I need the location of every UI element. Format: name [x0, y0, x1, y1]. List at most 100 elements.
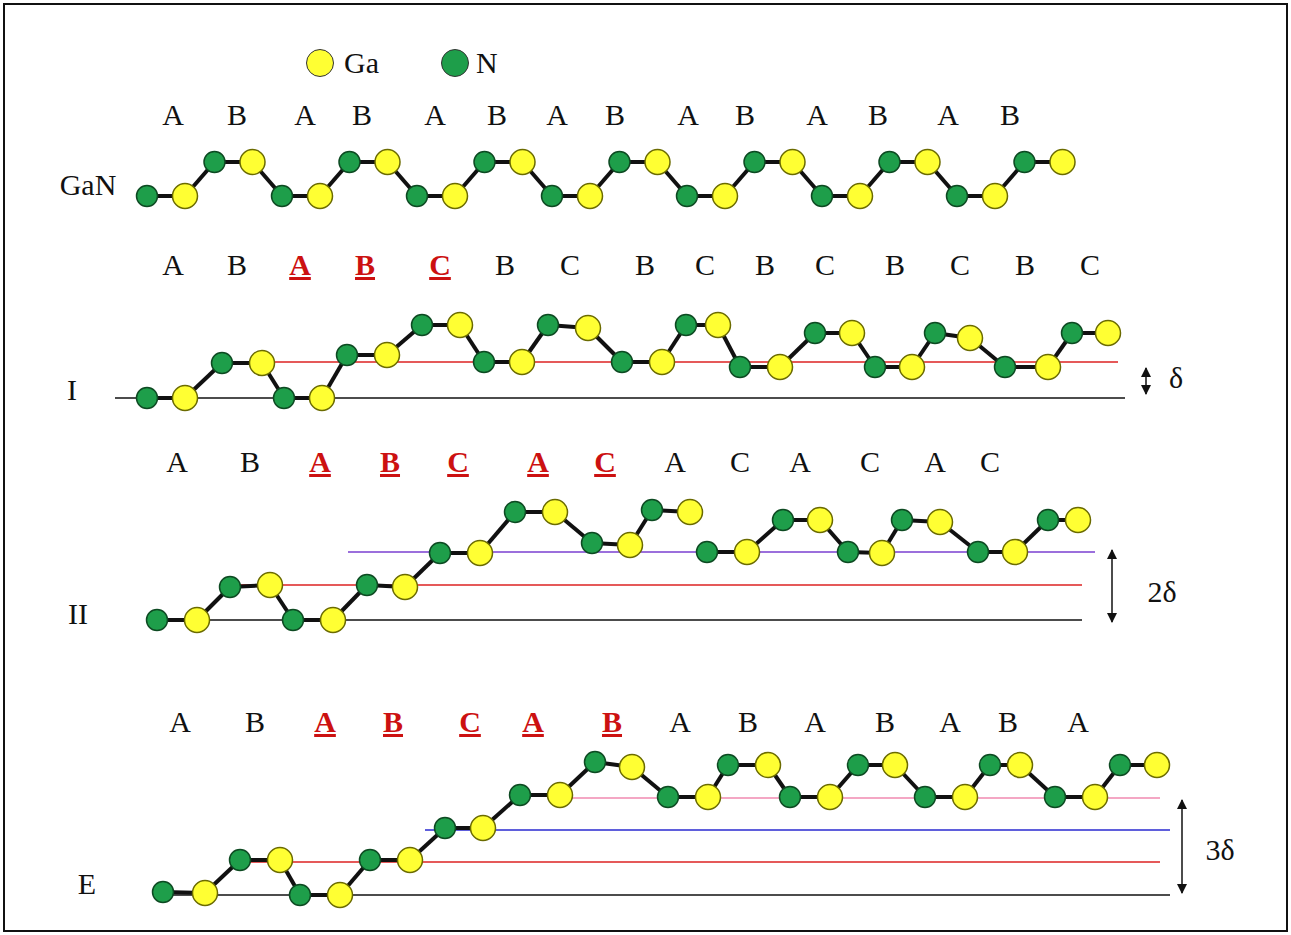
- offset-label: δ: [1169, 363, 1183, 393]
- stacking-letter: C: [459, 707, 481, 737]
- stacking-letter: B: [1000, 100, 1020, 130]
- n-atom: [744, 152, 765, 173]
- ga-atom: [173, 184, 198, 209]
- stacking-letter: B: [868, 100, 888, 130]
- n-atom: [1045, 787, 1066, 808]
- ga-atom: [735, 540, 760, 565]
- ga-atom: [840, 321, 865, 346]
- stacking-letter: B: [383, 707, 403, 737]
- legend-swatch: [306, 49, 334, 77]
- ga-atom: [448, 313, 473, 338]
- n-atom: [272, 186, 293, 207]
- ga-atom: [780, 150, 805, 175]
- ga-atom: [1008, 753, 1033, 778]
- stacking-letter: B: [602, 707, 622, 737]
- n-atom: [925, 323, 946, 344]
- material-label: GaN: [60, 170, 117, 200]
- ga-atom: [250, 351, 275, 376]
- n-atom: [642, 500, 663, 521]
- n-atom: [505, 502, 526, 523]
- n-atom: [137, 388, 158, 409]
- n-atom: [474, 152, 495, 173]
- stacking-letter: B: [495, 250, 515, 280]
- ga-atom: [915, 150, 940, 175]
- n-atom: [230, 850, 251, 871]
- legend-text: N: [476, 48, 498, 78]
- n-atom: [147, 610, 168, 631]
- stacking-letter: A: [166, 447, 188, 477]
- n-atom: [892, 510, 913, 531]
- stacking-letter: C: [560, 250, 580, 280]
- ga-atom: [510, 150, 535, 175]
- ga-atom: [576, 316, 601, 341]
- stacking-letter: C: [730, 447, 750, 477]
- n-atom: [407, 186, 428, 207]
- n-atom: [609, 152, 630, 173]
- n-atom: [360, 850, 381, 871]
- stacking-letter: A: [669, 707, 691, 737]
- stacking-letter: A: [664, 447, 686, 477]
- stacking-letter: B: [227, 100, 247, 130]
- n-atom: [212, 353, 233, 374]
- n-atom: [730, 357, 751, 378]
- ga-atom: [1066, 508, 1091, 533]
- n-atom: [274, 388, 295, 409]
- n-atom: [1110, 755, 1131, 776]
- ga-atom: [848, 184, 873, 209]
- n-atom: [879, 152, 900, 173]
- stacking-letter: A: [314, 707, 336, 737]
- stacking-letter: A: [804, 707, 826, 737]
- ga-atom: [185, 608, 210, 633]
- ga-atom: [883, 753, 908, 778]
- stacking-letter: C: [1080, 250, 1100, 280]
- n-atom: [1062, 323, 1083, 344]
- n-atom: [1014, 152, 1035, 173]
- n-atom: [430, 543, 451, 564]
- n-atom: [865, 357, 886, 378]
- n-atom: [538, 315, 559, 336]
- stacking-letter: C: [815, 250, 835, 280]
- stacking-letter: A: [169, 707, 191, 737]
- n-atom: [805, 323, 826, 344]
- ga-atom: [510, 350, 535, 375]
- n-atom: [838, 542, 859, 563]
- stacking-letter: B: [380, 447, 400, 477]
- ga-atom: [1145, 753, 1170, 778]
- stacking-letter: A: [527, 447, 549, 477]
- n-atom: [542, 186, 563, 207]
- n-atom: [510, 785, 531, 806]
- ga-atom: [308, 184, 333, 209]
- stacking-letter: A: [924, 447, 946, 477]
- stacking-letter: B: [352, 100, 372, 130]
- n-atom: [773, 510, 794, 531]
- n-atom: [435, 818, 456, 839]
- ga-atom: [928, 510, 953, 535]
- ga-atom: [953, 785, 978, 810]
- stacking-letter: A: [677, 100, 699, 130]
- stacking-letter: A: [522, 707, 544, 737]
- stacking-letter: B: [605, 100, 625, 130]
- ga-atom: [818, 785, 843, 810]
- frame: [4, 4, 1287, 931]
- ga-atom: [618, 533, 643, 558]
- ga-atom: [645, 150, 670, 175]
- fault-type: E: [78, 869, 96, 899]
- ga-atom: [870, 541, 895, 566]
- stacking-letter: A: [546, 100, 568, 130]
- ga-atom: [620, 755, 645, 780]
- n-atom: [780, 787, 801, 808]
- n-atom: [220, 577, 241, 598]
- stacking-letter: A: [1067, 707, 1089, 737]
- offset-arrows: [1112, 368, 1182, 893]
- ga-atom: [768, 355, 793, 380]
- n-atom: [585, 752, 606, 773]
- stacking-letter: C: [447, 447, 469, 477]
- ga-atom: [706, 313, 731, 338]
- legend-swatch: [441, 49, 469, 77]
- ga-atom: [173, 386, 198, 411]
- ga-atom: [328, 883, 353, 908]
- stacking-letter: A: [289, 250, 311, 280]
- n-atom: [612, 352, 633, 373]
- ga-atom: [543, 500, 568, 525]
